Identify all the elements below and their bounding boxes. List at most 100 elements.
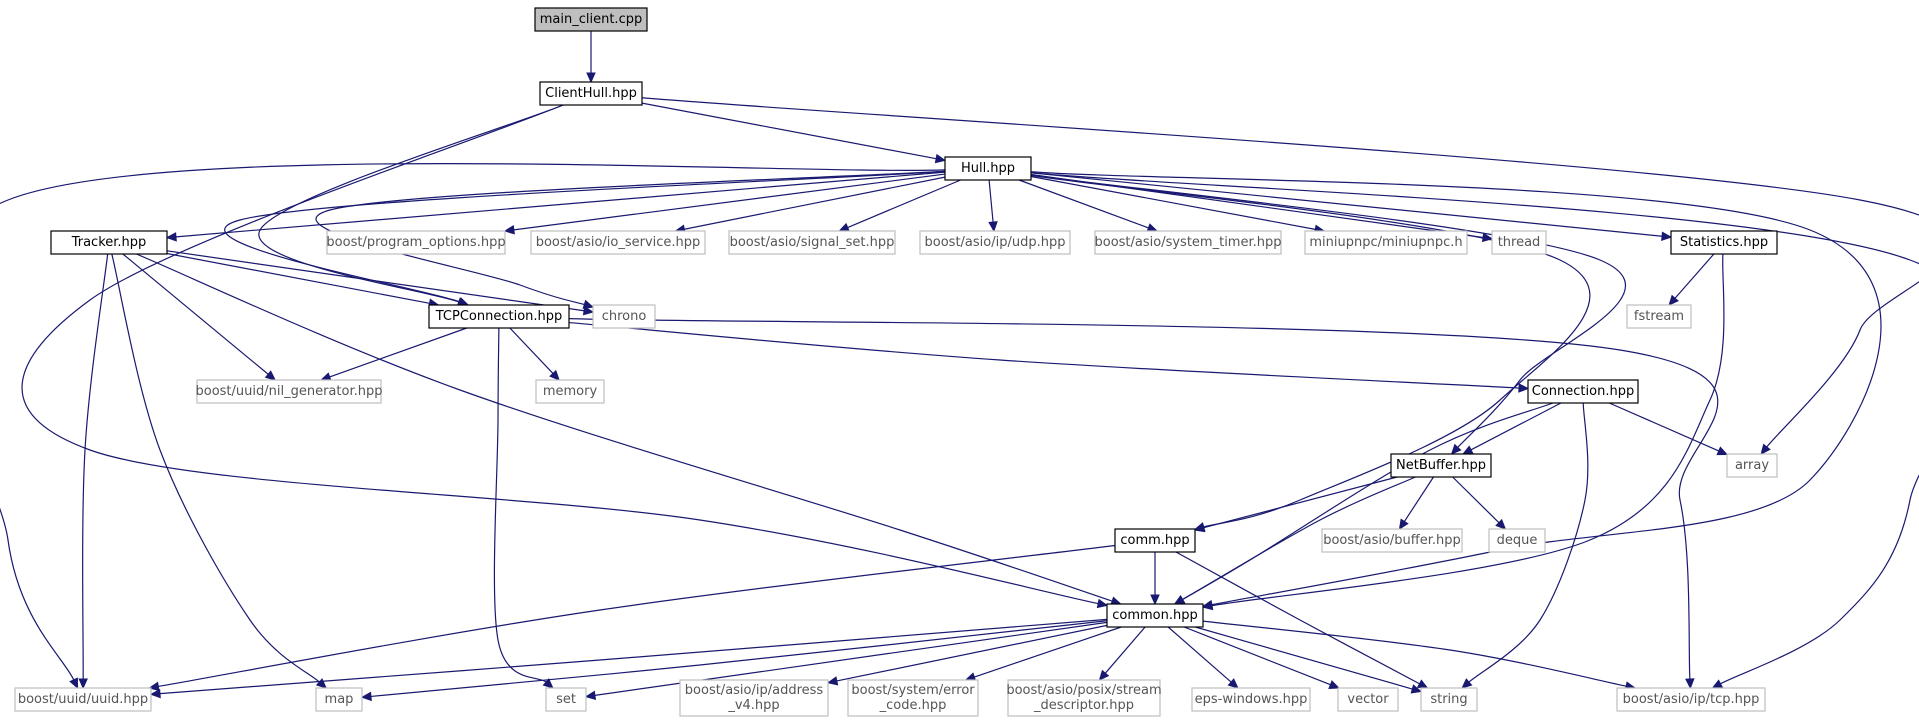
node-label: main_client.cpp xyxy=(540,12,642,27)
arrowhead-icon xyxy=(1227,678,1239,689)
edge-line xyxy=(1104,626,1146,674)
edge-statistics-to-common xyxy=(1201,253,1725,611)
arrowhead-icon xyxy=(1450,443,1462,455)
arrowhead-icon xyxy=(1711,679,1724,689)
edge-connection-to-array xyxy=(1609,402,1729,456)
edge-line xyxy=(568,317,1719,680)
edge-clienthull-to-hull xyxy=(641,102,947,164)
arrowhead-icon xyxy=(1193,522,1206,533)
edge-line xyxy=(1211,253,1725,607)
node-box xyxy=(1191,687,1311,712)
node-uuid: boost/uuid/uuid.hpp xyxy=(14,687,152,712)
node-box xyxy=(1304,230,1468,255)
node-box xyxy=(1527,379,1639,404)
edge-line xyxy=(1470,402,1562,451)
node-udp: boost/asio/ip/udp.hpp xyxy=(919,230,1071,255)
node-clienthull[interactable]: ClientHull.hpp xyxy=(539,81,643,106)
edge-line xyxy=(315,170,946,306)
arrowhead-icon xyxy=(988,221,998,233)
node-tcpconnection[interactable]: TCPConnection.hpp xyxy=(428,304,570,329)
node-box xyxy=(326,230,506,255)
arrowhead-icon xyxy=(549,369,560,381)
edge-line xyxy=(988,179,994,223)
edge-line xyxy=(21,104,1099,605)
node-label: Statistics.hpp xyxy=(1680,235,1768,250)
node-tcp: boost/asio/ip/tcp.hpp xyxy=(1616,687,1766,712)
node-label: Connection.hpp xyxy=(1532,384,1634,399)
edge-line xyxy=(1175,551,1420,685)
arrowhead-icon xyxy=(934,153,947,164)
edge-tracker-to-map xyxy=(111,253,328,689)
node-label: memory xyxy=(543,384,598,399)
node-box xyxy=(428,304,570,329)
node-chrono: chrono xyxy=(592,304,656,329)
edge-hull-to-signal_set xyxy=(838,179,961,232)
arrowhead-icon xyxy=(1760,443,1771,455)
node-tracker[interactable]: Tracker.hpp xyxy=(50,230,168,255)
node-error-code: boost/system/error_code.hpp xyxy=(847,679,979,717)
arrowhead-icon xyxy=(1328,680,1340,689)
node-label: Tracker.hpp xyxy=(71,235,147,250)
arrowhead-icon xyxy=(1201,600,1214,611)
node-main-client[interactable]: main_client.cpp xyxy=(534,7,648,32)
edge-tracker-to-tcpconnection xyxy=(166,252,440,308)
node-label: eps-windows.hpp xyxy=(1195,692,1308,707)
edge-hull-to-uuid xyxy=(0,163,946,690)
edge-netbuffer-to-comm xyxy=(1193,476,1398,533)
arrowhead-icon xyxy=(1416,679,1429,689)
edge-line xyxy=(370,620,1108,698)
arrowhead-icon xyxy=(1518,383,1530,393)
arrowhead-icon xyxy=(165,232,177,242)
node-set: set xyxy=(545,687,587,712)
edge-line xyxy=(1182,476,1416,601)
arrowhead-icon xyxy=(1150,594,1160,606)
node-hull[interactable]: Hull.hpp xyxy=(944,156,1032,181)
edge-line xyxy=(1030,175,1316,230)
node-array: array xyxy=(1726,453,1778,478)
edge-line xyxy=(641,102,937,160)
edge-hull-to-tracker xyxy=(165,171,946,242)
arrowhead-icon xyxy=(826,676,839,686)
edge-line xyxy=(1030,172,1663,237)
node-common[interactable]: common.hpp xyxy=(1106,603,1204,628)
edge-common-to-string xyxy=(1195,626,1423,694)
edge-tcpconnection-to-memory xyxy=(509,327,560,381)
edge-line xyxy=(1030,174,1627,448)
node-box xyxy=(1106,603,1204,628)
node-system-timer: boost/asio/system_timer.hpp xyxy=(1094,230,1282,255)
arrowhead-icon xyxy=(1096,598,1109,609)
node-box xyxy=(530,230,706,255)
node-label: boost/asio/buffer.hpp xyxy=(1323,533,1461,548)
edge-line xyxy=(1468,402,1589,683)
edge-tracker-to-chrono xyxy=(166,250,595,316)
edge-hull-to-program_options xyxy=(503,173,946,235)
node-label: map xyxy=(325,692,354,707)
edge-line xyxy=(122,253,269,375)
edge-main_client-to-clienthull xyxy=(586,31,596,84)
edge-line xyxy=(166,250,585,312)
node-netbuffer[interactable]: NetBuffer.hpp xyxy=(1390,453,1492,478)
edge-connection-to-string xyxy=(1461,402,1589,689)
node-statistics[interactable]: Statistics.hpp xyxy=(1670,230,1778,255)
edge-common-to-map xyxy=(360,620,1108,702)
edge-hull-to-netbuffer xyxy=(1030,174,1627,455)
node-box xyxy=(1488,528,1546,553)
edge-line xyxy=(1203,476,1398,529)
node-connection[interactable]: Connection.hpp xyxy=(1527,379,1639,404)
node-box xyxy=(919,230,1071,255)
arrowhead-icon xyxy=(1173,595,1186,605)
edge-hull-to-system_timer xyxy=(1018,179,1159,233)
node-thread: thread xyxy=(1491,230,1547,255)
edge-tcpconnection-to-set xyxy=(493,327,554,689)
node-label: boost/asio/signal_set.hpp xyxy=(730,235,895,250)
edge-line xyxy=(847,179,961,229)
node-label: thread xyxy=(1498,235,1541,250)
edge-line xyxy=(568,321,1520,389)
edge-clienthull-to-array xyxy=(641,97,1919,455)
edge-hull-to-statistics xyxy=(1030,172,1673,241)
node-label: boost/uuid/uuid.hpp xyxy=(18,692,148,707)
node-comm[interactable]: comm.hpp xyxy=(1114,528,1196,553)
node-label: TCPConnection.hpp xyxy=(435,309,563,324)
node-box xyxy=(1321,528,1463,553)
